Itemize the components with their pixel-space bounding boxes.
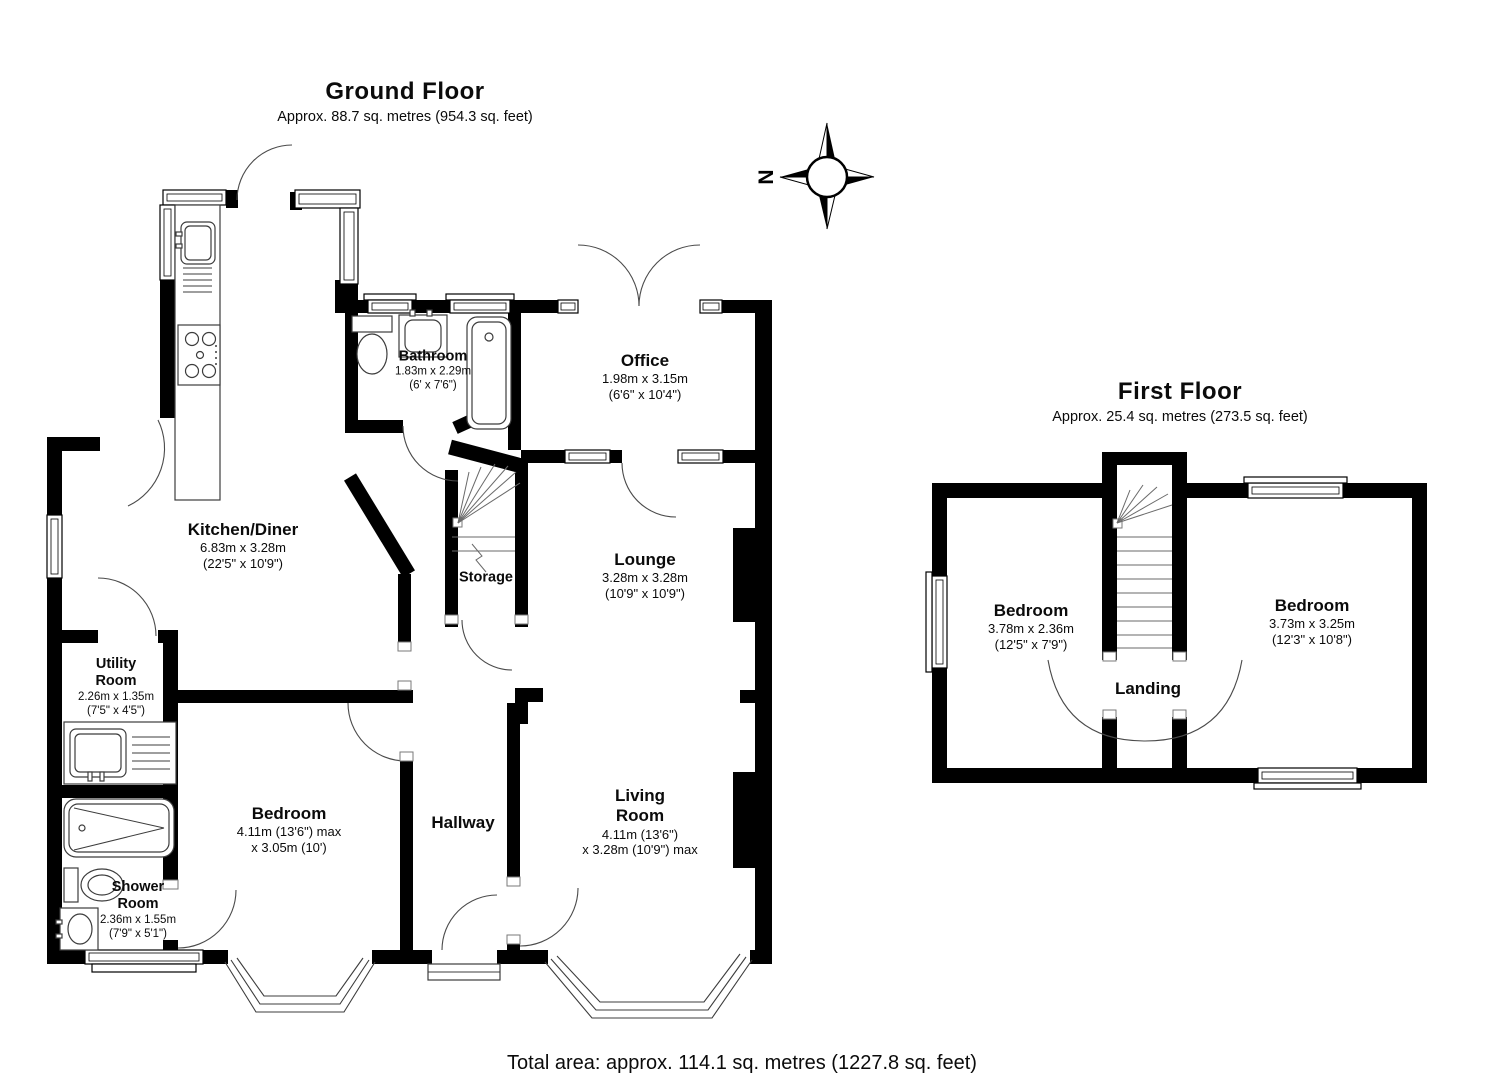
room-label-landing: Landing bbox=[1114, 678, 1182, 698]
porch-glazing-top bbox=[294, 189, 361, 209]
room-label-lounge: Lounge 3.28m x 3.28m (10'9" x 10'9") bbox=[602, 550, 688, 602]
room-label-living-room: Living Room 4.11m (13'6") x 3.28m (10'9"… bbox=[582, 786, 698, 858]
kitchen-sink bbox=[175, 221, 216, 293]
living-room-bay-window bbox=[544, 953, 753, 1019]
kitchen-window-top bbox=[162, 189, 227, 206]
porch-glazing-side bbox=[339, 207, 359, 285]
compass-north-label: N bbox=[755, 169, 778, 184]
shower-bath bbox=[63, 798, 175, 858]
first-floor-title-text: First Floor bbox=[1117, 378, 1243, 405]
total-area-text: Total area: approx. 114.1 sq. metres (12… bbox=[507, 1052, 977, 1074]
first-windows bbox=[925, 476, 1362, 790]
kitchen-window-far-left bbox=[46, 514, 63, 579]
office-window-lounge-left bbox=[564, 449, 611, 464]
room-label-shower-room: Shower Room 2.36m x 1.55m (7'9" x 5'1") bbox=[99, 878, 177, 940]
room-label-storage: Storage bbox=[459, 569, 513, 586]
ground-door-arcs bbox=[97, 144, 701, 951]
bedroom-left-window bbox=[925, 571, 948, 673]
bathroom-window-2 bbox=[445, 293, 515, 314]
kitchen-hob bbox=[177, 324, 221, 386]
first-floor-area-text: Approx. 25.4 sq. metres (273.5 sq. feet) bbox=[1052, 409, 1308, 425]
room-label-hallway: Hallway bbox=[431, 812, 495, 832]
bedroom-bay-window bbox=[224, 957, 376, 1013]
ground-floor-title-text: Ground Floor bbox=[325, 78, 485, 105]
room-label-bedroom-ground: Bedroom 4.11m (13'6") max x 3.05m (10') bbox=[236, 804, 342, 856]
room-label-office: Office 1.98m x 3.15m (6'6" x 10'4") bbox=[602, 351, 688, 403]
first-floor-title: First Floor Approx. 25.4 sq. metres (273… bbox=[1052, 378, 1308, 425]
front-porch-step bbox=[427, 963, 501, 981]
ground-stairs bbox=[452, 463, 521, 573]
first-floor-plan bbox=[925, 452, 1427, 790]
first-walls bbox=[932, 452, 1427, 783]
compass-icon: N bbox=[755, 122, 875, 230]
room-label-bathroom: Bathroom 1.83m x 2.29m (6' x 7'6") bbox=[394, 348, 472, 392]
shower-sink bbox=[55, 907, 99, 951]
kitchen-window-left bbox=[159, 204, 176, 281]
room-label-utility-room: Utility Room 2.26m x 1.35m (7'5" x 4'5") bbox=[77, 655, 155, 717]
shower-room-fixtures bbox=[55, 798, 175, 951]
ground-floor-area-text: Approx. 88.7 sq. metres (954.3 sq. feet) bbox=[277, 109, 533, 125]
ground-windows bbox=[46, 189, 724, 973]
ground-floor-plan bbox=[46, 144, 772, 1019]
bathroom-window-1 bbox=[363, 293, 417, 314]
room-label-bedroom-left: Bedroom 3.78m x 2.36m (12'5" x 7'9") bbox=[988, 601, 1074, 653]
shower-room-window bbox=[84, 949, 204, 973]
utility-fixtures bbox=[63, 721, 177, 785]
bathtub bbox=[466, 316, 512, 430]
room-label-kitchen-diner: Kitchen/Diner 6.83m x 3.28m (22'5" x 10'… bbox=[187, 520, 299, 572]
first-stairs bbox=[1112, 484, 1173, 649]
office-window-lounge-right bbox=[677, 449, 724, 464]
bedroom-right-window-top bbox=[1243, 476, 1348, 499]
shower-toilet bbox=[63, 867, 124, 903]
kitchen-counter bbox=[174, 204, 221, 501]
landing-door-arcs bbox=[1047, 651, 1243, 742]
bathroom-fixtures bbox=[351, 309, 512, 430]
office-window-top-left bbox=[557, 299, 579, 314]
bedroom-right-window-bottom bbox=[1253, 767, 1362, 790]
ground-door-frames bbox=[162, 614, 529, 945]
room-label-bedroom-right: Bedroom 3.73m x 3.25m (12'3" x 10'8") bbox=[1269, 596, 1355, 648]
bathroom-sink bbox=[398, 309, 448, 358]
ground-walls bbox=[47, 190, 772, 964]
toilet bbox=[351, 315, 393, 375]
office-window-top-right bbox=[699, 299, 723, 314]
ground-floor-title: Ground Floor Approx. 88.7 sq. metres (95… bbox=[277, 78, 533, 125]
